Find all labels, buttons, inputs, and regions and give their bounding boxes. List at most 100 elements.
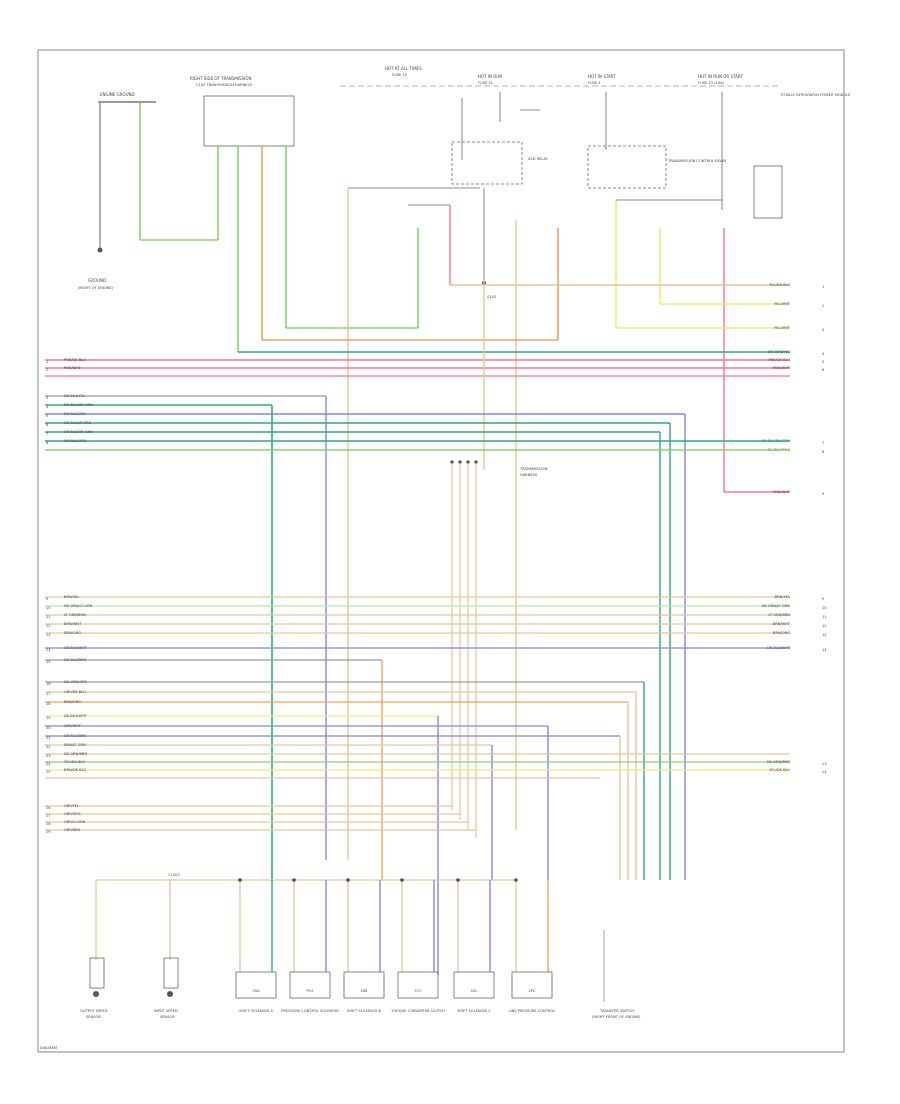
left-ground-block: ENGINE GROUND GROUND (RIGHT OF ENGINE) [78, 92, 218, 290]
relay-1 [451, 141, 523, 185]
solenoid-name: SHIFT SOLENOID B [347, 1009, 381, 1013]
left-wire-label: DK BLU/DK GRN [64, 430, 93, 434]
left-wire-pin: 27 [46, 814, 51, 818]
left-wire-pin: 21 [46, 736, 51, 740]
left-wire-pin: 16 [46, 682, 51, 686]
right-wire-pin: 6 [822, 368, 825, 372]
left-wire-label: YEL/DK BLU [64, 760, 85, 764]
sensor-bottom-left2b: SENSOR [160, 1015, 175, 1019]
left-wire-pin: 3 [46, 396, 48, 400]
right-wire-pin: 3 [822, 328, 824, 332]
hot-acc-sub: FUSE 4 [588, 81, 601, 85]
solenoid-name: SHIFT SOLENOID A [239, 1009, 273, 1013]
right-wire-label: PNK/WHT [773, 490, 791, 494]
relay-2-label: TRANSMISSION CONTROL RELAY [667, 159, 727, 163]
right-wire-pin: 24 [822, 770, 827, 774]
solenoid-code: TCC [413, 989, 421, 993]
left-wire-pin: 7 [46, 432, 48, 436]
left-wire-label: DK BLU/LT GRN [64, 421, 92, 425]
solenoid-code: SSC [470, 989, 478, 993]
hot-right-label: HOT IN RUN OR START [698, 74, 743, 79]
solenoid [289, 878, 331, 999]
left-wire-pin: 22 [46, 745, 51, 749]
right-wire-pin: 7 [822, 441, 824, 445]
left-wire-label: DK BLU/YEL [64, 394, 85, 398]
solenoid-code: SSA [252, 989, 260, 993]
left-wire-label: DK BLU/WHT [64, 714, 88, 718]
solenoid [343, 878, 385, 999]
solenoid-name: SHIFT SOLENOID C [457, 1009, 491, 1013]
left-wire-pin: 29 [46, 830, 51, 834]
solenoid-name: TORQUE CONVERTER CLUTCH [390, 1009, 445, 1013]
right-wire-pin: 5 [822, 360, 824, 364]
left-wire-label: DK BLU/DK GRN [64, 403, 93, 407]
left-wire-label: LT GRN/BRN [64, 613, 86, 617]
left-wire-label: DK BLU/WHT [64, 646, 88, 650]
right-ground-label: TRANSFER SWITCH [599, 1009, 634, 1013]
bottom-components: C1003 OUTPUT SPEED SENSOR INPUT SPEED SE… [80, 873, 641, 1019]
left-wire-pin: 18 [46, 702, 51, 706]
left-wire-label: PNK/WHT [64, 366, 82, 370]
input-speed-sensor [163, 957, 179, 989]
left-wire-pin: 15 [46, 660, 51, 664]
right-wire-label: DK GRN/YEL [768, 350, 790, 354]
right-wire-pin: 10 [822, 606, 827, 610]
middle-label2: HARNESS [520, 473, 538, 477]
left-wire-pin: 26 [46, 806, 51, 810]
left-ground-sub: (RIGHT OF ENGINE) [78, 286, 114, 290]
right-wire-label: BRN/YEL [775, 595, 790, 599]
left-wire-label: BRN/LT GRN [64, 743, 86, 747]
right-wire-pin: 13 [822, 633, 827, 637]
left-ground-label: GROUND [88, 278, 106, 283]
middle-label: TRANSMISSION [519, 467, 548, 471]
left-wire-pin: 13 [46, 633, 51, 637]
left-wire-pin: 4 [46, 405, 49, 409]
relay-1-label: ASD RELAY [528, 157, 549, 161]
right-wire-pin: 23 [822, 762, 827, 766]
right-wire-pin: 8 [822, 450, 825, 454]
right-ground-label2: (RIGHT FRONT OF ENGINE) [592, 1015, 641, 1019]
left-wire-pin: 8 [46, 441, 49, 445]
hot-acc-label: HOT IN START [588, 74, 616, 79]
left-wire-label: BRN/WHT [64, 622, 82, 626]
left-wire-label: GRY/LT GRN [64, 820, 86, 824]
right-wire-pin: 12 [822, 624, 827, 628]
left-wire-label: GRY/ORG [64, 812, 81, 816]
sensor-bottom-left2: INPUT SPEED [154, 1009, 178, 1013]
left-wire-pin: 14 [46, 648, 51, 652]
footer-code: DIAGRAM [40, 1046, 57, 1050]
left-wire-label: BRN/YEL [64, 595, 79, 599]
left-wire-pin: 23 [46, 754, 51, 758]
right-wire-label: YEL/DK BLU [769, 768, 790, 772]
right-wire-pin: 1 [822, 285, 824, 289]
splice-label: S102 [487, 295, 496, 299]
hot-start-sub: FUSE 22 [478, 81, 493, 85]
fuse-block-right [753, 165, 783, 219]
right-wire-label: YEL/DK BLU [769, 283, 790, 287]
solenoid-name: PRESSURE CONTROL SOLENOID [281, 1009, 339, 1013]
hot-right-sub: FUSE 13 (10A) [698, 81, 725, 85]
left-wire-label: DK BLU/GRY [64, 412, 86, 416]
solenoid-name: LINE PRESSURE CONTROL [509, 1009, 556, 1013]
tcm-connector-top: RIGHT SIDE OF TRANSMISSION C100 TRANSMIS… [190, 76, 295, 352]
right-wire-label: DK GRN/BRN [767, 760, 790, 764]
solenoid [453, 878, 495, 999]
left-wire-pin: 1 [46, 360, 48, 364]
bottom-ground-label: C1003 [168, 873, 180, 877]
right-wire-label: DK BLU/WHT [767, 646, 791, 650]
left-wire-label: GRY/WHT [64, 724, 82, 728]
sensor-bottom-left1b: SENSOR [86, 1015, 101, 1019]
right-wire-label: YEL/WHT [774, 326, 791, 330]
tcm-header-sub: C100 TRANSMISSION HARNESS [196, 83, 253, 87]
right-wire-label: YEL/WHT [774, 302, 791, 306]
left-wire-pin: 17 [46, 692, 51, 696]
right-wire-label: BRN/ORG [773, 631, 790, 635]
solenoid-code: LPC [529, 989, 536, 993]
right-wire-pin: 9 [822, 597, 825, 601]
left-wire-label: PNK/DK BLU [64, 358, 86, 362]
left-wire-pin: 19 [46, 716, 51, 720]
